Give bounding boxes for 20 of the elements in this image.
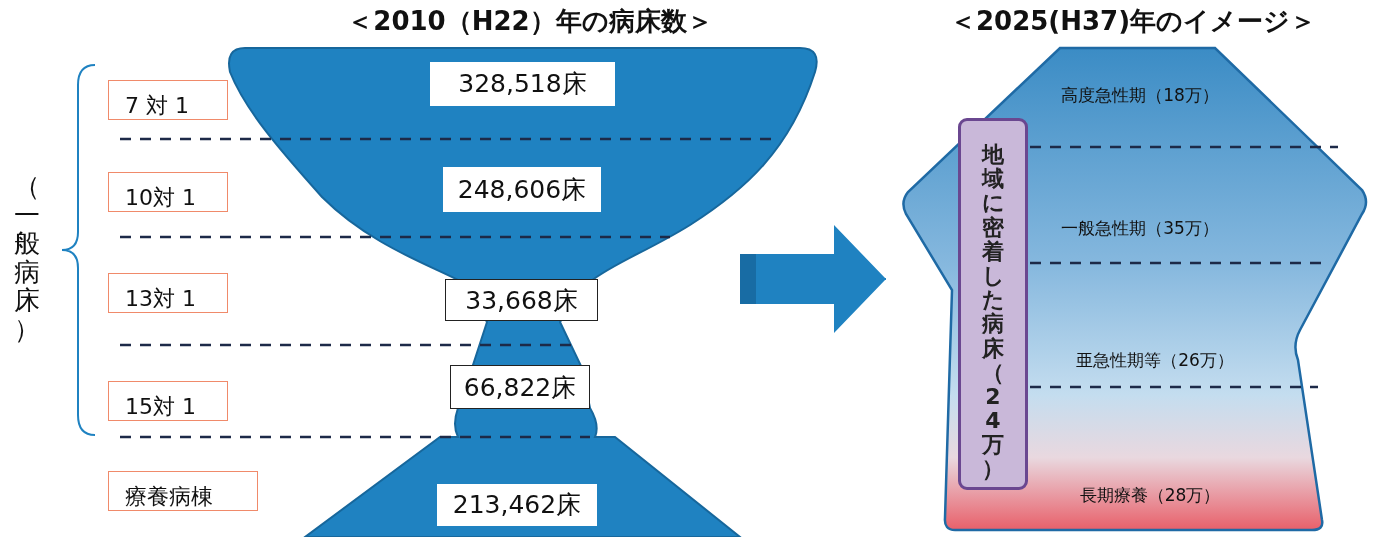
bed-count-box: 33,668床 <box>445 279 598 321</box>
regional-beds-box <box>958 118 1028 490</box>
section-heading: ＜2010（H22）年の病床数＞ <box>346 5 714 38</box>
ratio-label: 7 対 1 <box>108 80 228 120</box>
bed-count-box: 66,822床 <box>450 365 590 409</box>
bed-count-box: 213,462床 <box>437 484 597 526</box>
bed-count-box: 248,606床 <box>443 167 601 212</box>
hourglass-shape <box>225 45 820 537</box>
bed-count-box: 328,518床 <box>430 62 615 106</box>
vertical-bracket-label: （一般病床） <box>14 172 40 344</box>
band-label: 亜急性期等（26万） <box>1075 349 1235 372</box>
section-heading: ＜2025(H37)年のイメージ＞ <box>948 5 1318 38</box>
band-label: 長期療養（28万） <box>1078 484 1222 507</box>
ratio-label: 13対 1 <box>108 273 228 313</box>
ratio-label: 10対 1 <box>108 172 228 212</box>
band-label: 高度急性期（18万） <box>1060 84 1220 107</box>
vertical-label: 地域に密着した病床（24万） <box>982 143 1004 482</box>
ratio-label: 療養病棟 <box>108 471 258 511</box>
band-label: 一般急性期（35万） <box>1060 217 1220 240</box>
ratio-label: 15対 1 <box>108 381 228 421</box>
